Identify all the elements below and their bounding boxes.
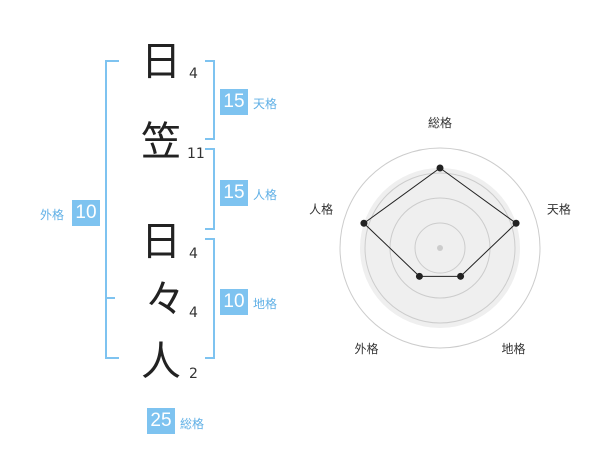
chikaku-label: 地格 (253, 297, 278, 311)
radar-ring (339, 147, 541, 349)
stroke-count-5: 2 (189, 366, 198, 382)
name-char-4: 々 (145, 277, 185, 323)
name-char-5: 人 (141, 339, 181, 385)
tenkaku-value: 15 (220, 89, 248, 115)
name-char-3: 日 (141, 219, 181, 265)
stroke-count-2: 11 (187, 146, 205, 162)
radar-ring (414, 222, 466, 274)
radar-axis-label: 地格 (501, 341, 525, 356)
radar-point (436, 164, 444, 172)
tenkaku-label: 天格 (253, 97, 278, 111)
stroke-count-1: 4 (189, 66, 198, 82)
stroke-count-3: 4 (189, 246, 198, 262)
radar-ring (364, 172, 516, 324)
radar-point (415, 272, 423, 280)
jinkaku-label: 人格 (253, 188, 278, 202)
gaikaku-label: 外格 (40, 208, 65, 222)
radar-point (457, 272, 465, 280)
stroke-count-4: 4 (189, 305, 198, 321)
chikaku-value: 10 (220, 289, 248, 315)
radar-axis-label: 総格 (428, 115, 452, 130)
name-char-1: 日 (141, 39, 181, 85)
gaikaku-value: 10 (72, 200, 100, 226)
radar-center (437, 245, 443, 251)
radar-axis-label: 外格 (355, 341, 379, 356)
soukaku-label: 総格 (180, 417, 205, 431)
name-char-2: 笠 (141, 119, 181, 165)
jinkaku-value: 15 (220, 180, 248, 206)
radar-point (360, 219, 368, 227)
radar-point (512, 219, 520, 227)
radar-axis-label: 天格 (547, 201, 571, 216)
radar-series-polygon (363, 167, 517, 277)
soukaku-value: 25 (147, 408, 175, 434)
radar-axis-label: 人格 (309, 201, 333, 216)
